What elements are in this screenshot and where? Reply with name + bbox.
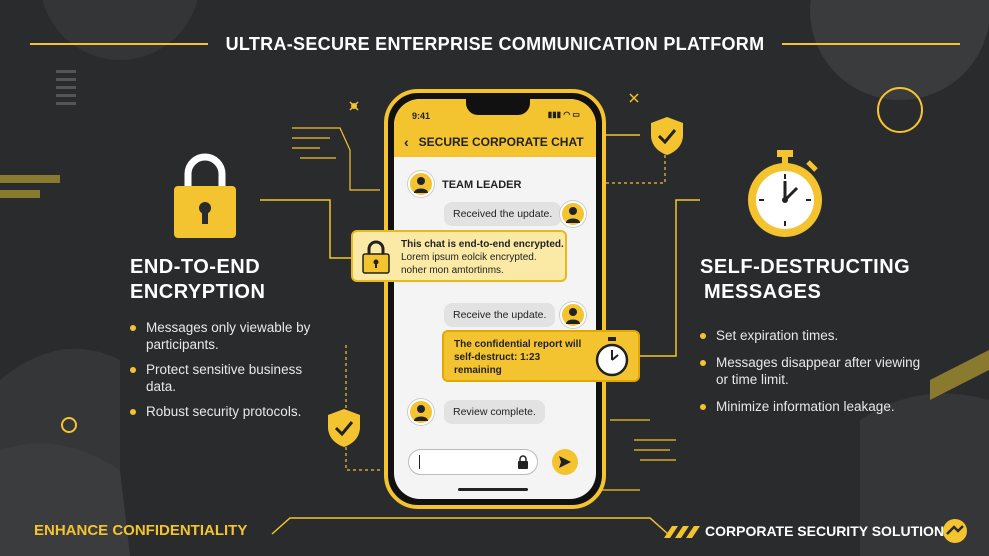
person-avatar-icon (408, 399, 434, 425)
self-destruct-notice-popup: The confidential report will self-destru… (442, 330, 640, 382)
send-button[interactable] (552, 449, 578, 475)
message-bubble: Received the update. (444, 202, 562, 226)
title-rule-left (30, 43, 208, 45)
person-avatar-icon (560, 302, 586, 328)
bullet-item: Set expiration times. (700, 327, 930, 344)
title-bar: ULTRA-SECURE ENTERPRISE COMMUNICATION PL… (30, 30, 960, 58)
encryption-notice-popup: This chat is end-to-end encrypted. Lorem… (351, 230, 567, 282)
phone-screen: 9:41 ▮▮▮ ◠ ▭ ‹ SECURE CORPORATE CHAT TEA… (394, 99, 596, 499)
message-bubble: Review complete. (444, 400, 545, 424)
bullet-item: Robust security protocols. (130, 403, 330, 420)
end-to-end-encryption-section: END-TO-END ENCRYPTION Messages only view… (130, 255, 330, 428)
popup-line: remaining (454, 365, 502, 376)
chat-header: ‹ SECURE CORPORATE CHAT (394, 127, 596, 157)
stopwatch-icon (748, 150, 822, 237)
sender-name: TEAM LEADER (442, 179, 522, 191)
message-input[interactable] (408, 449, 538, 475)
bullet-item: Messages disappear after viewing or time… (700, 354, 930, 388)
signal-battery-icon: ▮▮▮ ◠ ▭ (547, 110, 580, 119)
chat-title: SECURE CORPORATE CHAT (418, 135, 584, 149)
feature-title-line2: ENCRYPTION (130, 281, 266, 303)
bullet-item: Messages only viewable by participants. (130, 319, 330, 353)
send-icon (559, 456, 571, 468)
person-avatar-icon (560, 201, 586, 227)
home-indicator (458, 488, 528, 491)
shield-check-icon (651, 117, 683, 155)
back-arrow-icon[interactable]: ‹ (404, 134, 409, 150)
brand-logo-icon (943, 519, 967, 543)
person-avatar-icon (408, 171, 434, 197)
title-rule-right (782, 43, 960, 45)
page-title: ULTRA-SECURE ENTERPRISE COMMUNICATION PL… (225, 33, 765, 54)
feature-bullets: Set expiration times. Messages disappear… (700, 327, 930, 415)
stopwatch-icon (595, 337, 629, 377)
popup-line: This chat is end-to-end encrypted. (401, 239, 564, 250)
feature-bullets: Messages only viewable by participants. … (130, 319, 330, 420)
text-cursor (419, 455, 420, 469)
popup-line: The confidential report will (454, 339, 582, 350)
message-bubble: Receive the update. (444, 303, 556, 327)
phone-mockup: 9:41 ▮▮▮ ◠ ▭ ‹ SECURE CORPORATE CHAT TEA… (384, 89, 606, 509)
padlock-icon (362, 240, 390, 274)
bullet-item: Minimize information leakage. (700, 398, 930, 415)
feature-title-line2: MESSAGES (704, 281, 822, 303)
shield-check-icon (328, 409, 360, 447)
bullet-item: Protect sensitive business data. (130, 361, 330, 395)
popup-line: self-destruct: 1:23 (454, 352, 541, 363)
padlock-icon (174, 153, 236, 238)
self-destructing-messages-section: SELF-DESTRUCTING MESSAGES Set expiration… (700, 255, 930, 425)
popup-line: noher mon amtortinms. (401, 265, 504, 276)
footer-tagline: ENHANCE CONFIDENTIALITY (34, 522, 248, 539)
lock-icon (518, 455, 528, 469)
phone-notch (466, 99, 530, 115)
popup-line: Lorem ipsum eolcik encrypted. (401, 252, 537, 263)
status-time: 9:41 (412, 111, 431, 121)
feature-title-line1: SELF-DESTRUCTING (700, 256, 911, 278)
status-bar: 9:41 ▮▮▮ ◠ ▭ (394, 99, 596, 127)
footer-brand: CORPORATE SECURITY SOLUTIONS (705, 523, 954, 539)
feature-title-line1: END-TO-END (130, 256, 261, 278)
